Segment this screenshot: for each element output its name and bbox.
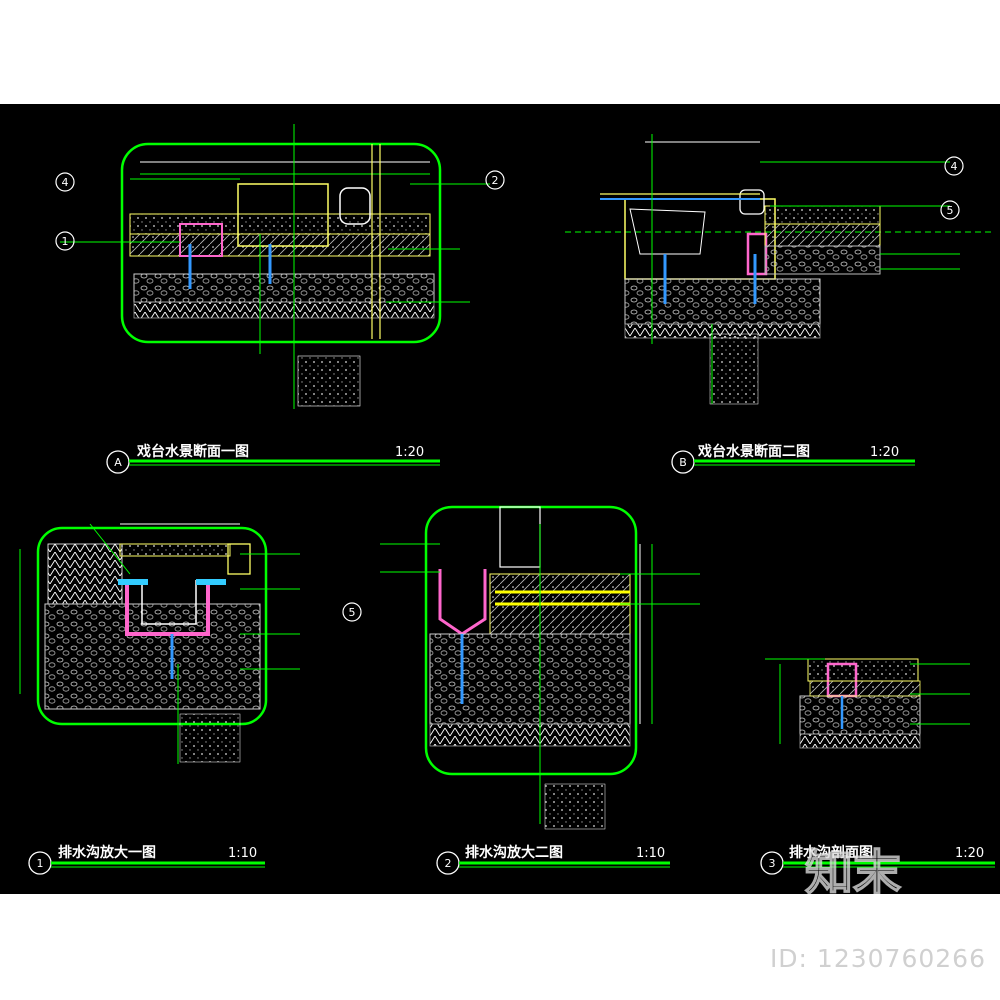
callout-circle [940, 200, 960, 220]
callout-label: 5 [947, 204, 954, 217]
detail-1-frame [36, 526, 268, 726]
title-2: 2 排水沟放大二图 1:10 [436, 844, 670, 875]
title-b: B 戏台水景断面二图 1:20 [671, 443, 915, 474]
title-scale: 1:20 [955, 846, 984, 861]
callout-circle [55, 231, 75, 251]
title-scale: 1:10 [636, 846, 665, 861]
title-marker: 2 [445, 857, 452, 870]
detail-3 [765, 658, 970, 749]
section-a-frame [120, 142, 442, 344]
callout-label: 2 [492, 174, 499, 187]
title-marker: 3 [769, 857, 776, 870]
callout-label: 1 [62, 235, 69, 248]
title-marker: 1 [37, 857, 44, 870]
title-1: 1 排水沟放大一图 1:10 [28, 844, 265, 875]
title-scale: 1:20 [395, 445, 424, 460]
callout-circle [55, 172, 75, 192]
title-text: 排水沟放大二图 [465, 844, 563, 861]
detail-2: 5 [342, 505, 700, 830]
title-text: 排水沟放大一图 [58, 844, 156, 861]
detail-1 [19, 523, 300, 764]
watermark-logo: 知末 [805, 845, 901, 894]
title-marker: A [114, 456, 122, 469]
callout-circle [944, 156, 964, 176]
title-text: 戏台水景断面一图 [136, 443, 249, 460]
callout-circle [485, 170, 505, 190]
title-marker: B [679, 456, 687, 469]
title-3: 3 排水沟剖面图 1:20 [760, 844, 995, 875]
section-a: 4 2 1 [55, 124, 505, 409]
title-scale: 1:10 [228, 846, 257, 861]
callout-label: 4 [62, 176, 69, 189]
title-a: A 戏台水景断面一图 1:20 [106, 443, 440, 474]
callout-label: 5 [349, 606, 356, 619]
title-text: 戏台水景断面二图 [697, 443, 810, 460]
section-b: 4 5 [565, 134, 995, 405]
callout-circle [342, 602, 362, 622]
callout-label: 4 [951, 160, 958, 173]
cad-canvas: 4 2 1 [0, 104, 1000, 894]
drawing-svg: 4 2 1 [19, 124, 995, 894]
title-scale: 1:20 [870, 445, 899, 460]
watermark-id: ID: 1230760266 [769, 944, 986, 973]
title-text: 排水沟剖面图 [789, 844, 873, 861]
watermark-strip: ID: 1230760266 [0, 894, 1000, 1000]
